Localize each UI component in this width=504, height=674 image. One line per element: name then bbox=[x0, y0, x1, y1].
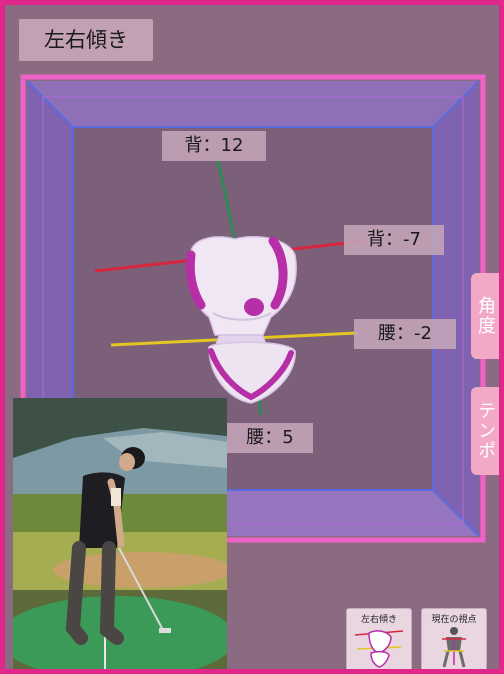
tilt-view-button[interactable]: 左右傾き bbox=[347, 609, 411, 669]
tilt-view-button-label: 左右傾き bbox=[360, 615, 397, 625]
golfer-view-icon bbox=[442, 627, 466, 668]
room-right-wall bbox=[433, 81, 479, 536]
angle-tab-label: 角度 bbox=[475, 296, 496, 336]
waist-horizontal-angle-label: 腰：-2 bbox=[354, 319, 456, 349]
tempo-tab-label: テンポ bbox=[475, 401, 496, 461]
golfer-figure bbox=[65, 447, 171, 645]
room-ceiling bbox=[27, 81, 479, 127]
torso-tilt-icon bbox=[354, 630, 404, 668]
mode-title: 左右傾き bbox=[19, 19, 153, 61]
waist-vertical-angle-label: 腰：5 bbox=[227, 423, 313, 453]
mode-title-text: 左右傾き bbox=[44, 28, 128, 52]
swing-video-frame bbox=[13, 398, 227, 669]
back-horizontal-angle-label: 背：-7 bbox=[344, 225, 444, 255]
swing-video[interactable] bbox=[13, 398, 227, 669]
torso-model bbox=[185, 236, 297, 404]
current-view-button[interactable]: 現在の視点 bbox=[422, 609, 486, 669]
back-vertical-angle-label: 背：12 bbox=[162, 131, 266, 161]
back-vertical-axis bbox=[215, 154, 237, 242]
current-view-button-label: 現在の視点 bbox=[431, 615, 477, 625]
angle-tab[interactable]: 角度 bbox=[471, 273, 499, 359]
tempo-tab[interactable]: テンポ bbox=[471, 387, 499, 475]
